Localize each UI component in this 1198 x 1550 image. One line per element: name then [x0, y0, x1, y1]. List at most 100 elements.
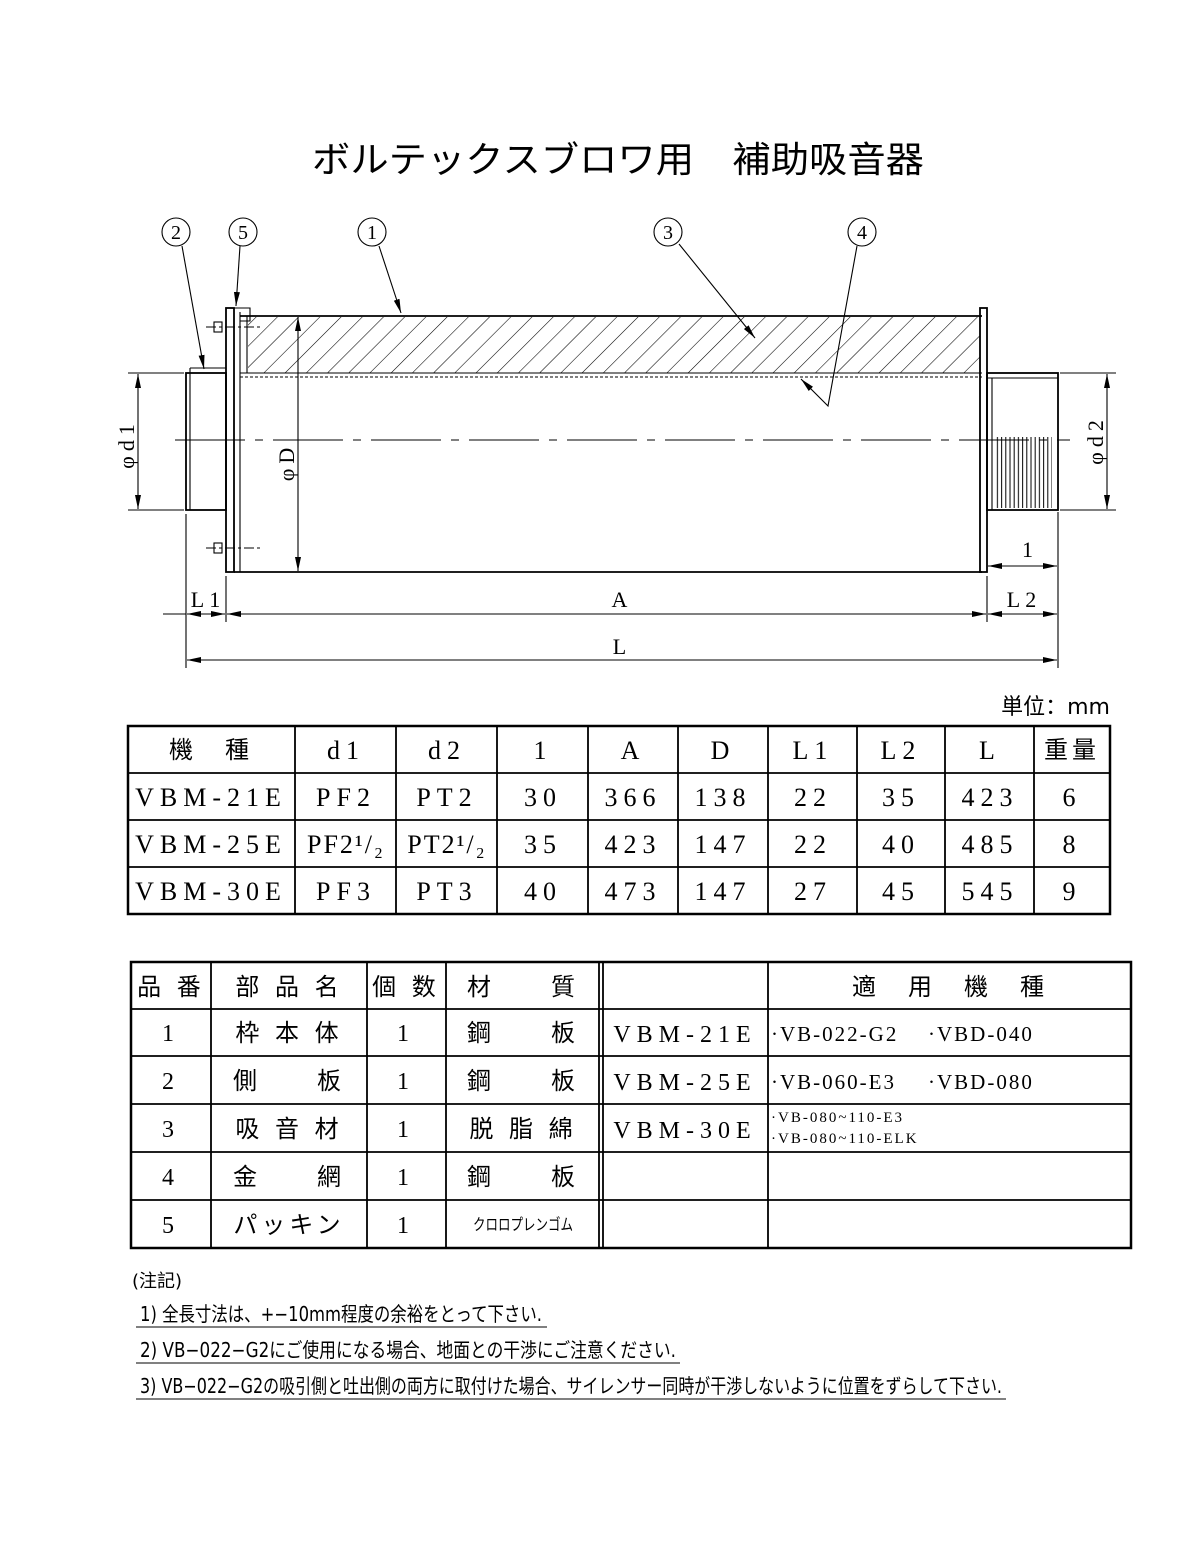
spec-cell-L: 545 [962, 877, 1019, 906]
parts-cell-qty: 1 [397, 1213, 415, 1239]
spec-header-A: A [621, 736, 646, 765]
callout-5: 5 [228, 217, 258, 247]
spec-cell-l: 30 [524, 783, 562, 812]
parts-cell-name: 吸 音 材 [235, 1115, 342, 1143]
parts-table-header: 品 番 部 品 名 個 数 材 質 適 用 機 種 [137, 973, 1048, 1001]
dim-label-A: A [612, 587, 633, 612]
parts-cell-qty: 1 [397, 1069, 415, 1095]
inlet-pipe [185, 372, 227, 511]
spec-header-d1: d1 [327, 736, 365, 765]
parts-cell-name: パッキン [233, 1211, 344, 1239]
spec-cell-d1: PF2¹/₂ [307, 830, 385, 859]
spec-cell-l: 40 [524, 877, 562, 906]
parts-cell-no: 1 [162, 1021, 180, 1047]
parts-cell-material: 鋼 板 [467, 1067, 579, 1095]
parts-cell-name: 枠 本 体 [235, 1019, 342, 1047]
parts-cell-material: 鋼 板 [467, 1163, 579, 1191]
unit-label: 単位：mm [1001, 695, 1110, 720]
ext-lines-length [185, 512, 1059, 668]
spec-cell-A: 366 [605, 783, 662, 812]
parts-cell-material: クロロプレンゴム [473, 1215, 573, 1234]
table-row: 5 パッキン 1 クロロプレンゴム [162, 1211, 573, 1239]
dim-label-L1: L1 [191, 587, 225, 612]
parts-cell-qty: 1 [397, 1165, 415, 1191]
parts-header-applicable: 適 用 機 種 [852, 973, 1048, 1001]
parts-cell-material: 脱 脂 綿 [469, 1115, 576, 1143]
callout-4: 4 [847, 217, 877, 247]
spec-cell-weight: 6 [1063, 783, 1082, 812]
spec-cell-d1: PF3 [316, 877, 376, 906]
spec-cell-d2: PT3 [416, 877, 477, 906]
dim-label-thread: 1 [1022, 537, 1038, 562]
spec-table-col-lines [294, 726, 1035, 914]
callout-label: 3 [663, 222, 673, 244]
spec-cell-A: 473 [605, 877, 662, 906]
parts-cell-qty: 1 [397, 1117, 415, 1143]
silencer-drawing: 2 5 1 3 4 [114, 217, 1116, 668]
parts-cell-material: 鋼 板 [467, 1019, 579, 1047]
parts-cell-model: VBM-21E [613, 1022, 756, 1048]
spec-cell-model: VBM-25E [135, 830, 287, 859]
callout-circle [653, 217, 683, 247]
spec-cell-model: VBM-30E [135, 877, 287, 906]
spec-header-D: D [711, 736, 736, 765]
leader-mesh [800, 245, 858, 408]
dim-label-L: L [613, 634, 631, 659]
parts-cell-applicable: ·VBD-040 [928, 1022, 1034, 1046]
spec-header-d2: d2 [428, 736, 466, 765]
callout-label: 2 [171, 222, 181, 244]
spec-cell-L2: 40 [882, 830, 920, 859]
parts-cell-model: VBM-25E [613, 1070, 756, 1096]
table-row: 4 金 網 1 鋼 板 [162, 1163, 579, 1191]
parts-cell-no: 2 [162, 1069, 180, 1095]
spec-cell-D: 138 [695, 783, 752, 812]
spec-table-header: 機 種 d1 d2 1 A D L1 L2 L 重量 [169, 736, 1100, 765]
table-row: 3 吸 音 材 1 脱 脂 綿 VBM-30E ·VB-080~110-E3 ·… [162, 1110, 919, 1147]
outlet-pipe [986, 372, 1059, 511]
spec-cell-L1: 27 [794, 877, 832, 906]
table-row: 1 枠 本 体 1 鋼 板 VBM-21E ·VB-022-G2 ·VBD-04… [162, 1019, 1034, 1048]
parts-cell-applicable: ·VBD-080 [928, 1070, 1034, 1094]
spec-cell-d1: PF2 [316, 783, 376, 812]
parts-cell-applicable: ·VB-080~110-ELK [771, 1131, 919, 1147]
notes-heading: (注記) [132, 1271, 182, 1292]
parts-cell-model: VBM-30E [613, 1118, 756, 1144]
spec-cell-weight: 9 [1063, 877, 1082, 906]
spec-cell-L2: 35 [882, 783, 920, 812]
spec-cell-L2: 45 [882, 877, 920, 906]
spec-header-model: 機 種 [169, 736, 253, 764]
parts-cell-no: 4 [162, 1165, 180, 1191]
spec-cell-d2: PT2¹/₂ [407, 830, 486, 859]
spec-cell-L: 423 [962, 783, 1019, 812]
parts-cell-no: 5 [162, 1213, 180, 1239]
spec-table-row-lines [128, 772, 1110, 868]
parts-cell-applicable: ·VB-060-E3 [771, 1070, 896, 1094]
table-row: VBM-25E PF2¹/₂ PT2¹/₂ 35 423 147 22 40 4… [135, 830, 1075, 859]
parts-header-no: 品 番 [137, 973, 205, 1001]
parts-header-material: 材 質 [467, 973, 579, 1001]
callout-label: 1 [367, 222, 377, 244]
note-item: 2) VB−022−G2にご使用になる場合、地面との干渉にご注意ください. [140, 1338, 676, 1362]
leader-body [378, 245, 402, 314]
parts-cell-no: 3 [162, 1117, 180, 1143]
parts-header-qty: 個 数 [372, 973, 440, 1001]
thread-section [994, 437, 1052, 508]
spec-cell-l: 35 [524, 830, 562, 859]
spec-cell-L: 485 [962, 830, 1019, 859]
spec-header-L2: L2 [881, 736, 922, 765]
dim-label-d1: φd1 [114, 419, 139, 469]
spec-cell-D: 147 [695, 830, 752, 859]
spec-cell-d2: PT2 [416, 783, 477, 812]
callout-2: 2 [161, 217, 191, 247]
note-item: 3) VB−022−G2の吸引側と吐出側の両方に取付けた場合、サイレンサー同時が… [140, 1374, 1002, 1398]
callout-label: 4 [857, 222, 867, 244]
spec-header-L1: L1 [793, 736, 834, 765]
ext-lines-D [250, 315, 306, 573]
callout-circle [357, 217, 387, 247]
spec-cell-L1: 22 [794, 783, 832, 812]
callout-circle [228, 217, 258, 247]
parts-table-col-lines [210, 962, 769, 1248]
spec-header-weight: 重量 [1044, 736, 1100, 764]
parts-cell-name: 金 網 [233, 1163, 345, 1191]
